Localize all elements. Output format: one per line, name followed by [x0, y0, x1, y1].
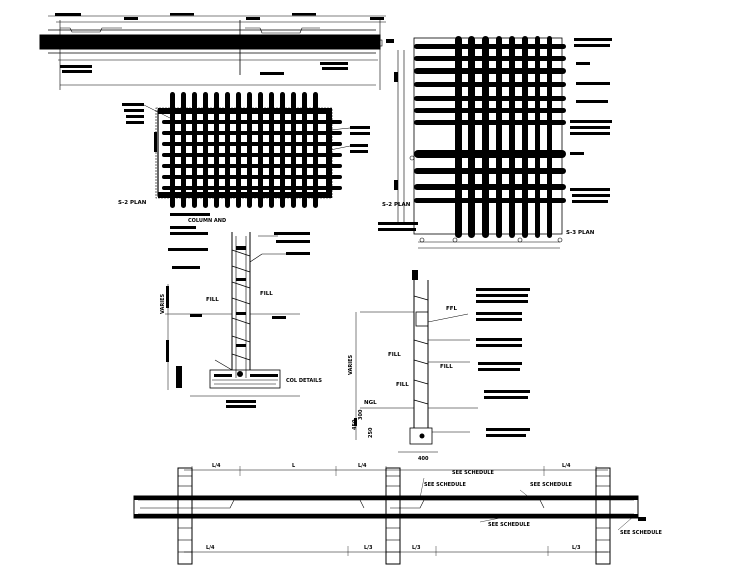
plan-s3-label-left: S-2 PLAN	[382, 202, 411, 208]
fill-side-label: FILL	[440, 364, 453, 370]
col-details-label: COL DETAILS	[286, 378, 322, 384]
dim-l4-bottom-left: L/4	[206, 545, 215, 551]
beam-elevation-annotations	[55, 13, 384, 75]
dim-l3-bottom-left: L/3	[364, 545, 373, 551]
continuous-beam-bottom: L/4 L L/4 L/4 L/4 L/3 L/3 L/3 SEE SCHEDU…	[133, 463, 662, 565]
column-section-left: COLUMN AND FILL FILL COL DETAILS VARIES	[160, 218, 322, 408]
fill-lower-label: FILL	[396, 382, 409, 388]
dim-250-label: 250	[368, 427, 374, 438]
see-schedule-2: SEE SCHEDULE	[424, 482, 466, 488]
varies-label-left: VARIES	[160, 293, 166, 314]
ffl-label: FFL	[446, 306, 458, 312]
dim-l4-top-right: L/4	[562, 463, 571, 469]
ngl-label: NGL	[364, 400, 377, 406]
fill-upper-label: FILL	[388, 352, 401, 358]
see-schedule-5: SEE SCHEDULE	[620, 530, 662, 536]
beam-elevation-top	[39, 15, 386, 90]
dim-l3-bottom-mid: L/3	[412, 545, 421, 551]
see-schedule-1: SEE SCHEDULE	[452, 470, 494, 476]
dim-l4-top-mid: L/4	[358, 463, 367, 469]
varies-label-right: VARIES	[348, 354, 354, 375]
dim-450-label: 450	[352, 419, 358, 430]
plan-s3-mesh: S-2 PLAN S-3 PLAN	[378, 36, 612, 249]
dim-400-label: 400	[418, 456, 429, 462]
column-and-label: COLUMN AND	[188, 218, 226, 224]
see-schedule-3: SEE SCHEDULE	[530, 482, 572, 488]
dim-300-label: 300	[358, 409, 364, 420]
dim-l-top: L	[292, 463, 296, 469]
fill-label-left: FILL	[206, 297, 219, 303]
column-section-right: FFL FILL FILL FILL NGL 400 300 450 250 V…	[348, 270, 530, 462]
plan-s3-label: S-3 PLAN	[566, 230, 595, 236]
see-schedule-4: SEE SCHEDULE	[488, 522, 530, 528]
plan-s2-mesh: S-2 PLAN	[118, 92, 370, 216]
plan-s2-label: S-2 PLAN	[118, 200, 147, 206]
fill-label-right: FILL	[260, 291, 273, 297]
dim-l3-bottom-right: L/3	[572, 545, 581, 551]
dim-l4-top-left: L/4	[212, 463, 221, 469]
